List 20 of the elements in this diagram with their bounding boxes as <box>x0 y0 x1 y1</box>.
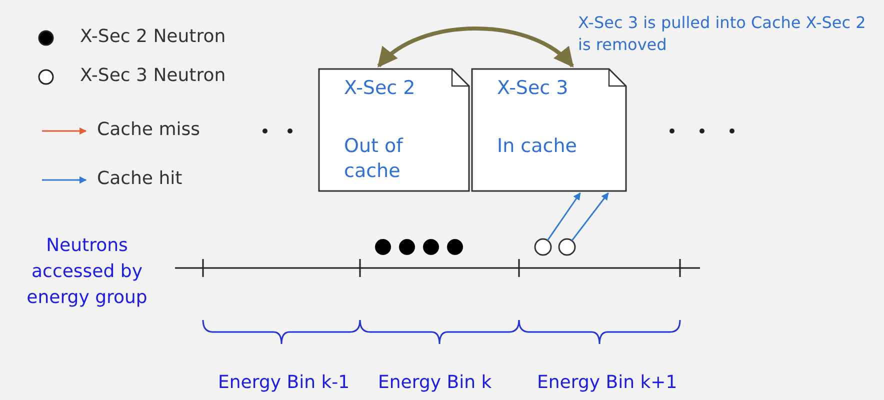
cache-card <box>471 68 627 192</box>
arrow <box>571 192 609 242</box>
neutron-circle <box>558 238 576 256</box>
arrow <box>377 26 574 68</box>
legend-label: X-Sec 3 Neutron <box>80 65 226 86</box>
card-status: Out of cache <box>344 134 404 184</box>
legend-label: Cache miss <box>97 119 200 140</box>
card-status: In cache <box>497 134 578 159</box>
bin-label: Energy Bin k+1 <box>537 372 678 393</box>
bin-label: Energy Bin k-1 <box>218 372 351 393</box>
legend-label: Cache hit <box>97 168 182 189</box>
card-title: X-Sec 3 <box>497 76 570 101</box>
card-title: X-Sec 2 <box>344 76 416 101</box>
annotation-text: X-Sec 3 is pulled into Cache X-Sec 2 is removed <box>578 12 867 56</box>
axis-label: Neutrons accessed by energy group <box>26 234 148 310</box>
bin-label: Energy Bin k <box>378 372 493 393</box>
arrow <box>546 192 581 241</box>
cache-card <box>318 68 470 192</box>
legend-label: X-Sec 2 Neutron <box>80 26 226 47</box>
neutron-circle <box>534 238 552 256</box>
